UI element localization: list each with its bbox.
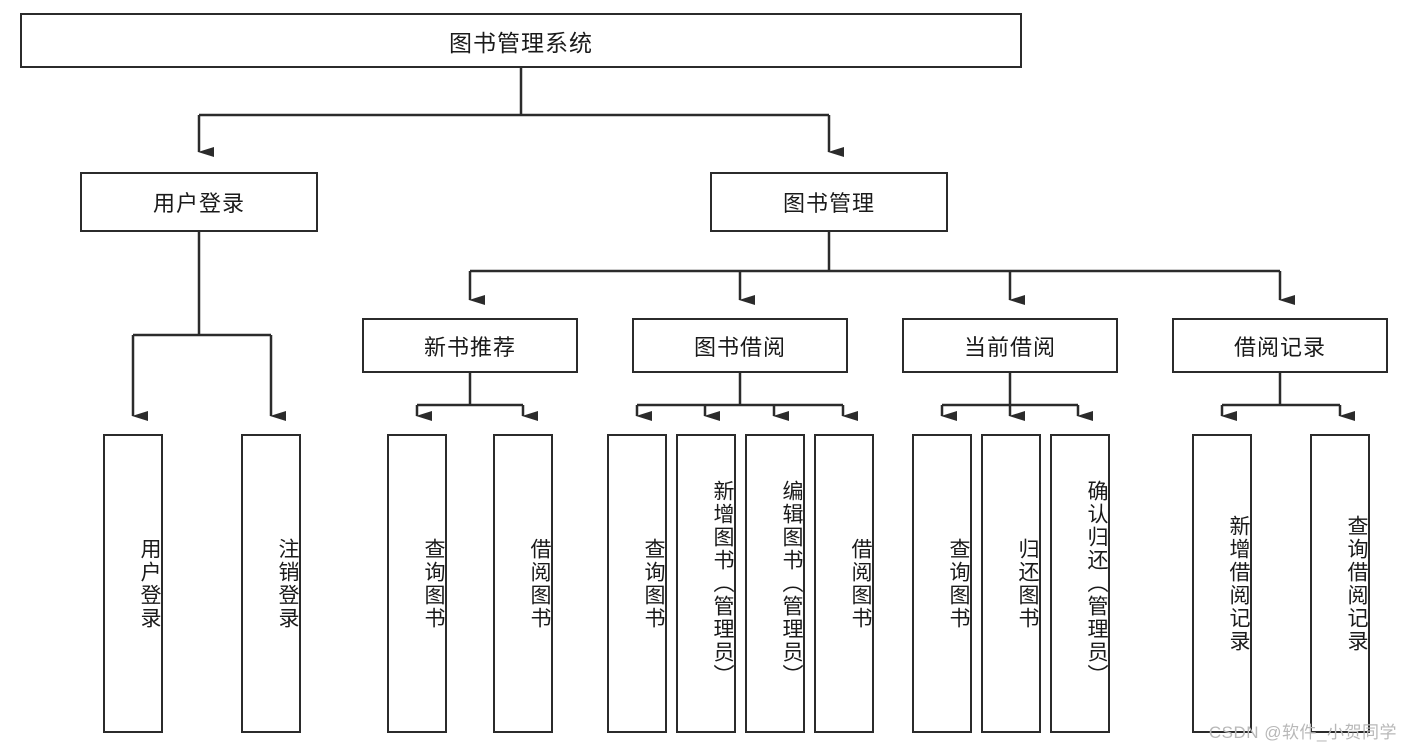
node-label: 编辑图书（管理员） <box>780 480 803 687</box>
node-label: 新增借阅记录 <box>1227 514 1250 653</box>
leaf-borrow-books-borrowing[interactable]: 借阅图书 <box>814 434 874 733</box>
leaf-logout[interactable]: 注销登录 <box>241 434 301 733</box>
node-label: 查询借阅记录 <box>1345 514 1368 653</box>
node-label: 查询图书 <box>947 537 970 630</box>
node-label: 当前借阅 <box>963 334 1056 360</box>
node-borrowing-records[interactable]: 借阅记录 <box>1172 318 1388 373</box>
leaf-add-borrowing-record[interactable]: 新增借阅记录 <box>1192 434 1252 733</box>
node-label: 查询图书 <box>642 537 665 630</box>
node-label: 用户登录 <box>152 191 245 216</box>
leaf-query-borrowing-record[interactable]: 查询借阅记录 <box>1310 434 1370 733</box>
node-label: 归还图书 <box>1016 537 1039 630</box>
node-label: 图书管理 <box>782 191 875 216</box>
node-label: 借阅图书 <box>528 537 551 630</box>
node-label: 新增图书（管理员） <box>711 480 734 687</box>
node-current-borrowing[interactable]: 当前借阅 <box>902 318 1118 373</box>
node-book-borrowing[interactable]: 图书借阅 <box>632 318 848 373</box>
node-label: 用户登录 <box>138 537 161 630</box>
leaf-query-books-current[interactable]: 查询图书 <box>912 434 972 733</box>
leaf-query-books-borrowing[interactable]: 查询图书 <box>607 434 667 733</box>
node-label: 图书借阅 <box>693 334 786 360</box>
leaf-edit-book-admin[interactable]: 编辑图书（管理员） <box>745 434 805 733</box>
node-label: 确认归还（管理员） <box>1085 480 1108 687</box>
node-label: 借阅图书 <box>849 537 872 630</box>
leaf-query-books-recommendation[interactable]: 查询图书 <box>387 434 447 733</box>
leaf-borrow-books-recommendation[interactable]: 借阅图书 <box>493 434 553 733</box>
node-book-management[interactable]: 图书管理 <box>710 172 948 232</box>
node-new-book-recommendation[interactable]: 新书推荐 <box>362 318 578 373</box>
leaf-return-books[interactable]: 归还图书 <box>981 434 1041 733</box>
node-label: 注销登录 <box>276 537 299 630</box>
node-label: 新书推荐 <box>423 334 516 360</box>
leaf-add-book-admin[interactable]: 新增图书（管理员） <box>676 434 736 733</box>
leaf-confirm-return-admin[interactable]: 确认归还（管理员） <box>1050 434 1110 733</box>
node-label: 借阅记录 <box>1233 334 1326 360</box>
node-label: 图书管理系统 <box>449 29 593 56</box>
node-label: 查询图书 <box>422 537 445 630</box>
node-root-book-management-system[interactable]: 图书管理系统 <box>20 13 1022 68</box>
watermark-text: CSDN @软件_小贺同学 <box>1208 723 1397 742</box>
node-user-login[interactable]: 用户登录 <box>80 172 318 232</box>
leaf-user-login[interactable]: 用户登录 <box>103 434 163 733</box>
